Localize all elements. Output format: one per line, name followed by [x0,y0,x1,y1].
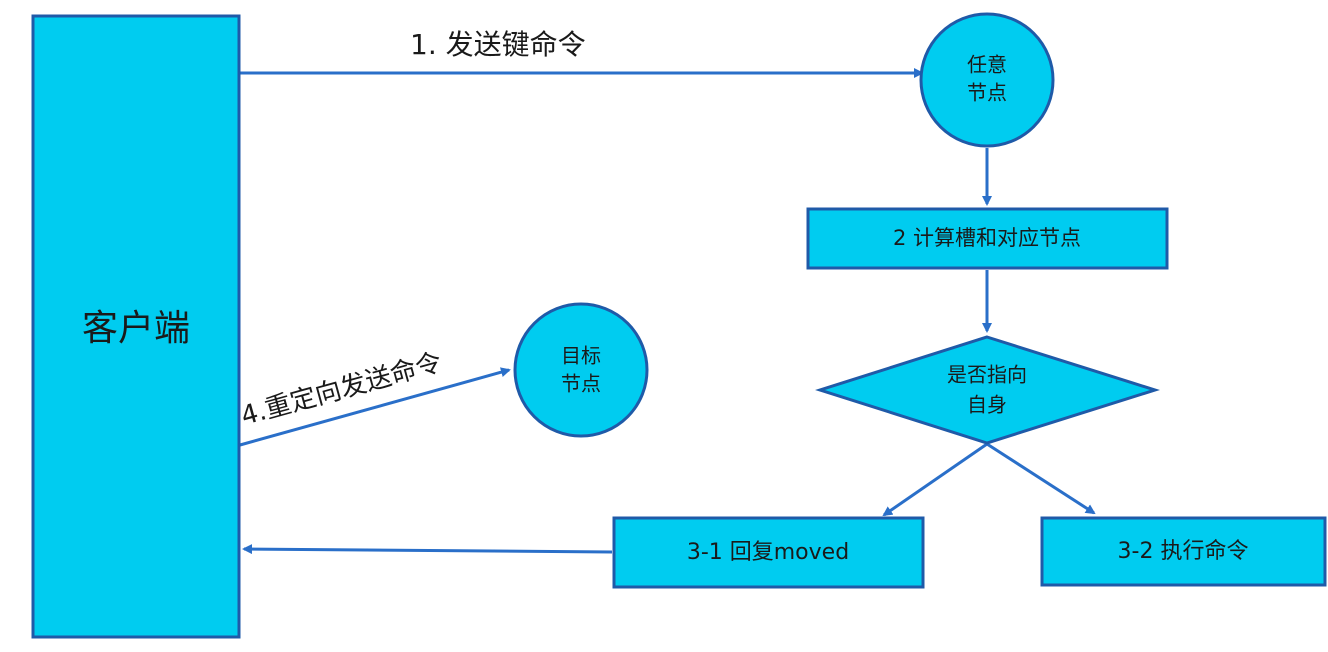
edge-reply-to-client [242,544,613,555]
edge-redirect [239,367,511,447]
client-box: 客户端 [31,14,241,639]
any-node-label-line2: 节点 [967,81,1007,105]
target-node-circle: 目标 节点 [513,302,649,438]
decision-label-line2: 自身 [967,393,1007,417]
redirect-label: 4.重定向发送命令 [238,348,445,432]
target-node-label-line1: 目标 [561,344,601,368]
reply-moved-label: 3-1 回复moved [687,540,849,565]
edge-decision-to-execute [986,442,1096,515]
compute-box: 2 计算槽和对应节点 [806,207,1169,270]
reply-moved-box: 3-1 回复moved [612,516,925,589]
decision-label-line1: 是否指向 [947,363,1027,387]
execute-label: 3-2 执行命令 [1118,539,1249,564]
any-node-label-line1: 任意 [967,53,1007,77]
decision-diamond: 是否指向 自身 [815,335,1160,445]
send-key-label: 1. 发送键命令 [410,28,586,61]
any-node-circle: 任意 节点 [919,12,1055,148]
compute-label: 2 计算槽和对应节点 [893,226,1081,250]
target-node-label-line2: 节点 [561,372,601,396]
execute-box: 3-2 执行命令 [1040,516,1327,587]
edge-decision-to-reply [882,442,988,517]
client-label: 客户端 [82,308,190,349]
